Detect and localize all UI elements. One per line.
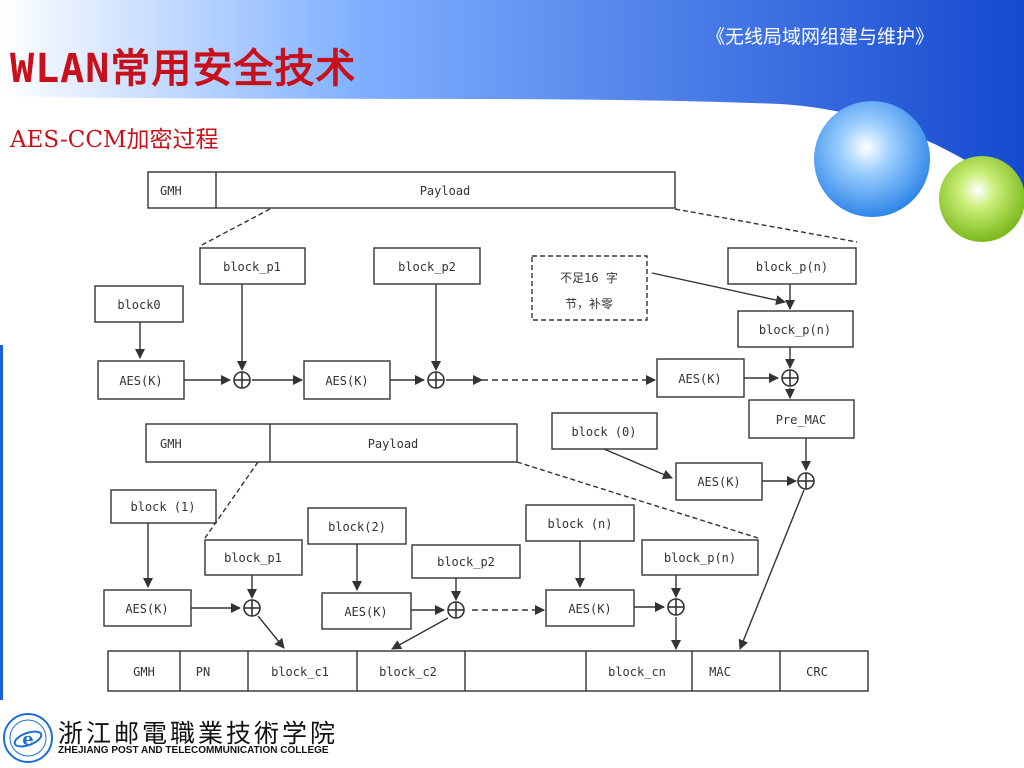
block0-label: block0 bbox=[117, 298, 160, 312]
xor-5 bbox=[447, 601, 465, 619]
box-aes3-b bbox=[545, 589, 635, 627]
xor-2 bbox=[427, 371, 445, 389]
frame1-payload-label: Payload bbox=[420, 184, 471, 198]
block-n-label: block (n) bbox=[547, 517, 612, 531]
block-0-label: block (0) bbox=[571, 425, 636, 439]
out-mac-label: MAC bbox=[709, 665, 731, 679]
box-aes2-b bbox=[321, 592, 412, 630]
box-pre-mac bbox=[748, 399, 855, 439]
left-edge-strip bbox=[0, 345, 3, 700]
box-block-p2 bbox=[373, 247, 481, 285]
block-pn-label: block_p(n) bbox=[756, 260, 828, 274]
aes1-b-label: AES(K) bbox=[125, 602, 168, 616]
block-pn-b-label: block_p(n) bbox=[664, 551, 736, 565]
decor-ball-blue bbox=[814, 101, 930, 217]
block-pn2-label: block_p(n) bbox=[759, 323, 831, 337]
box-block-pn bbox=[727, 247, 857, 285]
box-block-pn2 bbox=[737, 310, 854, 348]
frame2-payload-label: Payload bbox=[368, 437, 419, 451]
pad-note-line1: 不足16 字 bbox=[560, 270, 618, 285]
xor-6 bbox=[667, 598, 685, 616]
box-block0 bbox=[94, 285, 184, 323]
block-p1-b-label: block_p1 bbox=[224, 551, 282, 565]
out-c1-label: block_c1 bbox=[271, 665, 329, 679]
series-title: 《无线局域网组建与维护》 bbox=[706, 26, 935, 48]
college-logo-icon: e bbox=[3, 713, 53, 763]
box-block-1 bbox=[110, 489, 217, 524]
box-pad-note bbox=[531, 255, 648, 321]
aes2-b-label: AES(K) bbox=[344, 605, 387, 619]
block-p2-label: block_p2 bbox=[398, 260, 456, 274]
aes2-label: AES(K) bbox=[325, 374, 368, 388]
out-pn-label: PN bbox=[196, 665, 210, 679]
xor-4 bbox=[243, 599, 261, 617]
slide-subtitle: AES-CCM加密过程 bbox=[10, 127, 219, 153]
box-block-p2-b bbox=[411, 544, 521, 579]
box-block-pn-b bbox=[641, 539, 759, 576]
svg-text:e: e bbox=[22, 729, 33, 750]
box-aes2 bbox=[303, 360, 391, 400]
frame1-gmh-label: GMH bbox=[160, 184, 182, 198]
frame-2 bbox=[145, 423, 518, 463]
block-p1-label: block_p1 bbox=[223, 260, 281, 274]
box-block-p1 bbox=[199, 247, 306, 285]
decor-ball-green bbox=[939, 156, 1024, 242]
pre-mac-label: Pre_MAC bbox=[776, 413, 827, 427]
out-c2-label: block_c2 bbox=[379, 665, 437, 679]
box-aes1 bbox=[97, 360, 185, 400]
box-aes3 bbox=[656, 358, 745, 398]
out-cn-label: block_cn bbox=[608, 665, 666, 679]
aes3-label: AES(K) bbox=[678, 372, 721, 386]
block-2-label: block(2) bbox=[328, 520, 386, 534]
out-crc-label: CRC bbox=[806, 665, 828, 679]
xor-1 bbox=[233, 371, 251, 389]
box-block-p1-b bbox=[204, 539, 303, 576]
aes-mac-label: AES(K) bbox=[697, 475, 740, 489]
college-name-en: ZHEJIANG POST AND TELECOMMUNICATION COLL… bbox=[58, 745, 329, 756]
box-aes-mac bbox=[675, 462, 763, 501]
pad-note-line2: 节，补零 bbox=[565, 297, 613, 311]
block-p2-b-label: block_p2 bbox=[437, 555, 495, 569]
slide-title: WLAN常用安全技术 bbox=[10, 46, 357, 92]
block-1-label: block (1) bbox=[130, 500, 195, 514]
header-band bbox=[0, 0, 1024, 200]
xor-mac bbox=[797, 472, 815, 490]
out-gmh-label: GMH bbox=[133, 665, 155, 679]
output-frame bbox=[107, 650, 869, 692]
college-name-cn: 浙江邮電職業技術学院 bbox=[58, 719, 339, 748]
aes1-label: AES(K) bbox=[119, 374, 162, 388]
xor-3 bbox=[781, 369, 799, 387]
frame2-gmh-label: GMH bbox=[160, 437, 182, 451]
frame-1 bbox=[147, 171, 676, 209]
aes3-b-label: AES(K) bbox=[568, 602, 611, 616]
